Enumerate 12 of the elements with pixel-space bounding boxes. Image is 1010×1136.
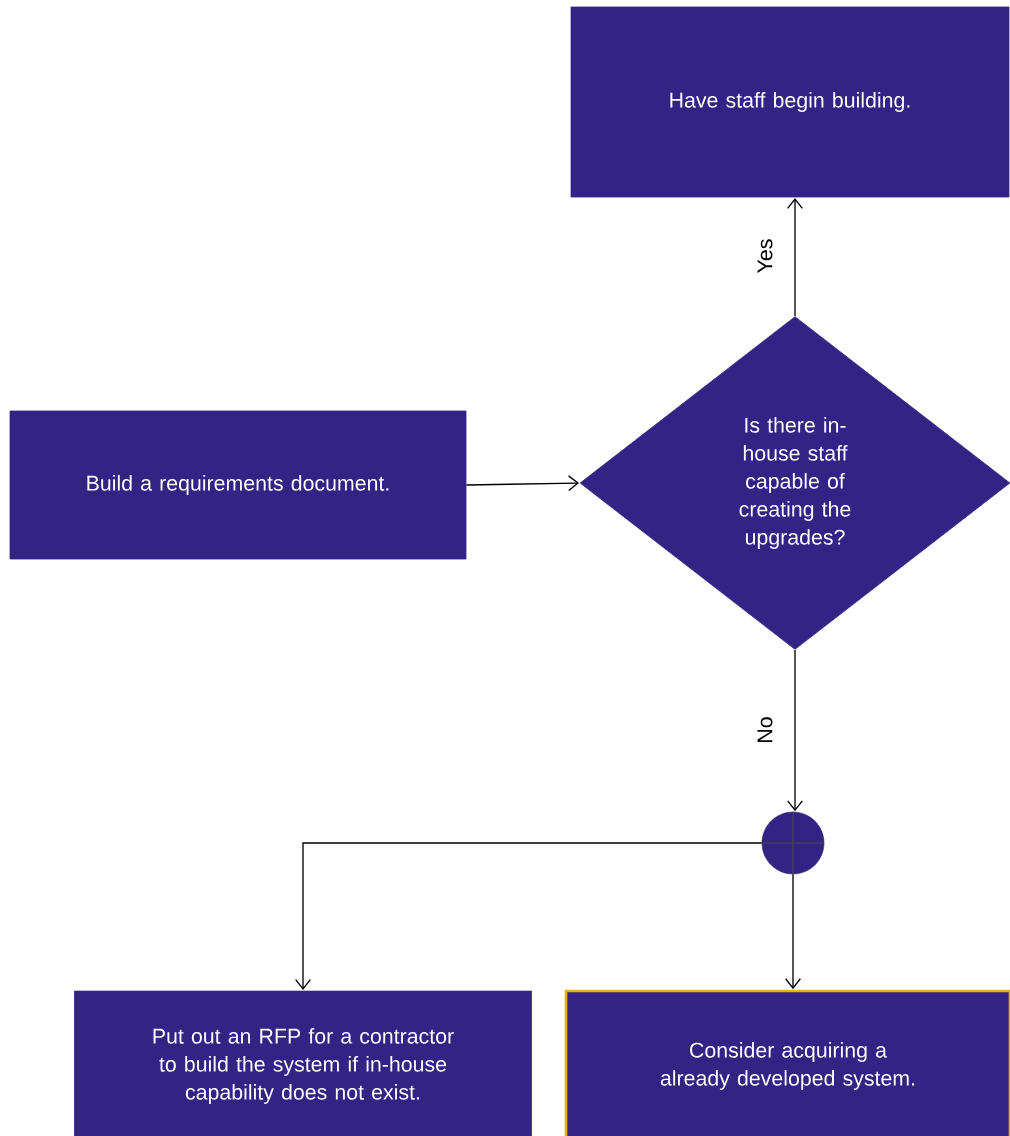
arrow [787, 197, 803, 317]
edge-label: Yes [756, 237, 774, 275]
edge-label: No [756, 715, 774, 745]
junction-circle [761, 811, 825, 875]
arrow [465, 475, 580, 492]
process-box: Consider acquiring a already developed system. [564, 989, 1010, 1136]
arrow [295, 842, 763, 991]
arrow [785, 873, 801, 990]
arrow [787, 649, 803, 812]
process-box: Put out an RFP for a contractor to build the system if in-house capability does not exist. [74, 990, 532, 1136]
process-box: Have staff begin building. [570, 6, 1010, 198]
process-box: Build a requirements document. [9, 410, 467, 560]
